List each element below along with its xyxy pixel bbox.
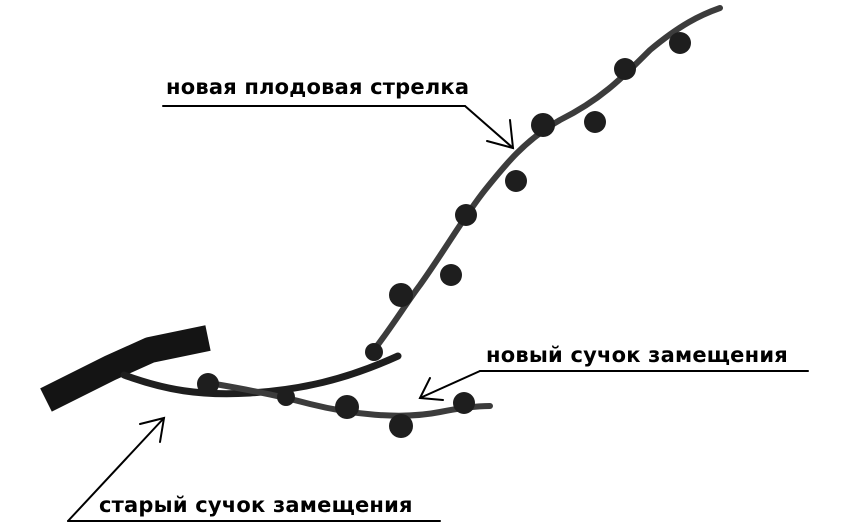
pointer-old-replacement-knot bbox=[67, 416, 441, 522]
bud-dot bbox=[505, 170, 527, 192]
buds bbox=[197, 32, 691, 438]
label-new-replacement-knot: новый сучок замещения bbox=[486, 343, 788, 367]
bud-dot bbox=[440, 264, 462, 286]
bud-dot bbox=[669, 32, 691, 54]
bud-dot bbox=[584, 111, 606, 133]
pointer-shaft bbox=[419, 370, 481, 399]
arrow-head-icon bbox=[139, 416, 166, 443]
bud-dot bbox=[614, 58, 636, 80]
pointer-new-replacement-knot bbox=[418, 370, 809, 401]
bud-dot bbox=[455, 204, 477, 226]
bud-dot bbox=[389, 414, 413, 438]
bud-dot bbox=[531, 113, 555, 137]
arrow-head-icon bbox=[418, 377, 444, 401]
pointer-shaft bbox=[67, 417, 165, 522]
new-fruit-arrow-branch bbox=[367, 5, 723, 358]
old-replacement-knot-branch bbox=[120, 352, 402, 398]
bud-dot bbox=[197, 373, 219, 395]
label-old-replacement-knot: старый сучок замещения bbox=[99, 493, 413, 517]
bud-dot bbox=[389, 283, 413, 307]
pointer-new-fruit-arrow bbox=[162, 105, 515, 150]
bud-dot bbox=[453, 392, 475, 414]
bud-dot bbox=[277, 388, 295, 406]
bud-dot bbox=[365, 343, 383, 361]
old-wood bbox=[40, 325, 211, 412]
pointer-shaft bbox=[464, 105, 514, 149]
label-new-fruit-arrow: новая плодовая стрелка bbox=[166, 75, 470, 99]
bud-dot bbox=[335, 395, 359, 419]
arrow-head-icon bbox=[486, 119, 515, 150]
